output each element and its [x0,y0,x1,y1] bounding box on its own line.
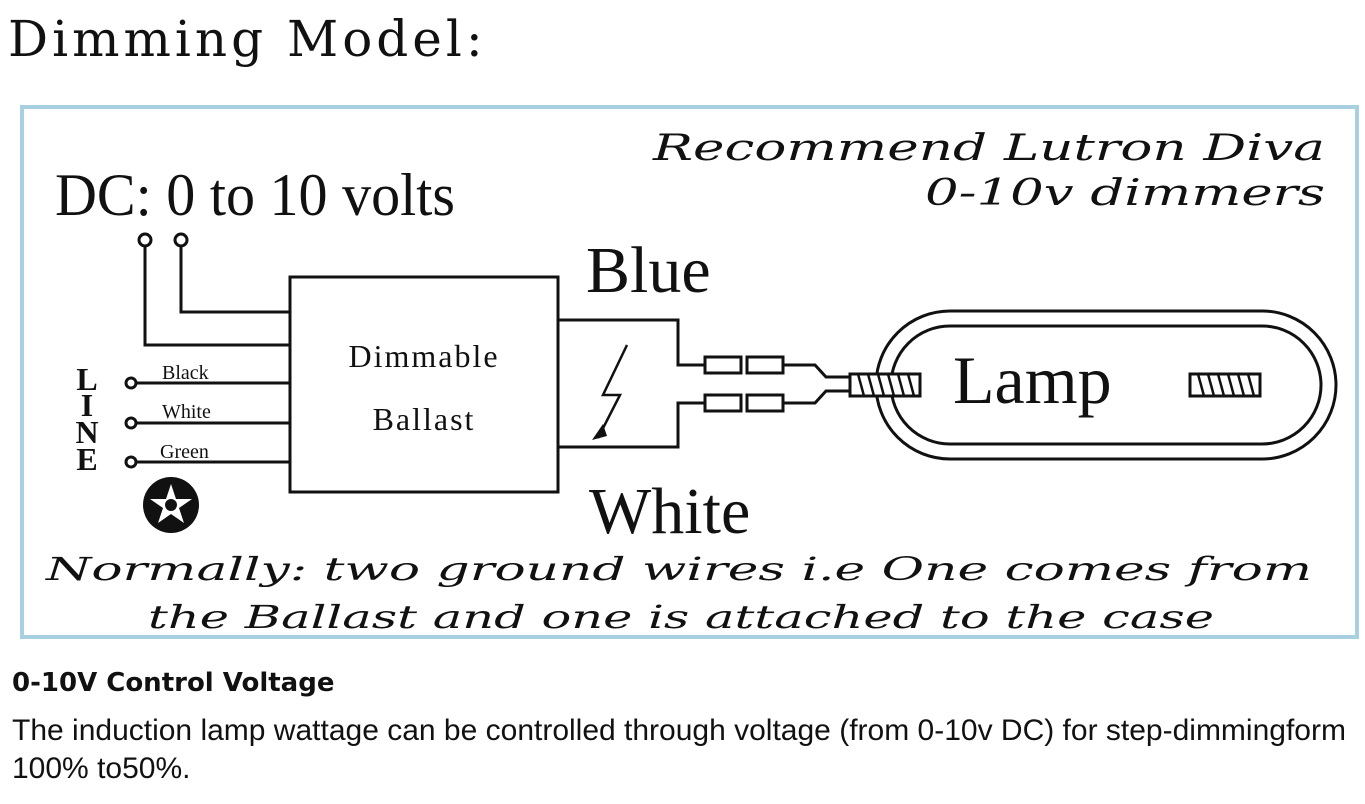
line-letter-e: E [76,441,97,477]
line-letter-n: N [75,414,98,450]
white-label: White [589,475,750,548]
ballast-box [288,275,560,494]
ballast-label-line-2: Ballast [373,401,476,437]
lamp-lead-top [783,363,850,379]
dc-wire-2 [179,246,290,314]
blue-wire [558,318,705,367]
note-line-1: Normally: two ground wires i.e One comes… [44,550,1312,588]
wire-label-black: Black [162,362,209,384]
diagram-frame [20,105,1359,639]
wiring-diagram: DC: 0 to 10 volts Recommend Lutron Diva … [20,105,1359,639]
dc-wire-1 [143,246,290,347]
ground-icon [143,477,199,533]
lightning-bolt-icon [596,344,629,439]
line-terminal-green [124,455,138,469]
page-title: Dimming Model: [8,10,487,68]
line-terminal-black [124,376,138,390]
recommend-line-1: Recommend Lutron Diva [652,128,1325,169]
dc-voltage-label: DC: 0 to 10 volts [55,162,455,228]
section-heading: 0-10V Control Voltage [12,668,335,698]
line-letter-i: I [81,387,93,423]
line-letter-l: L [76,361,97,397]
lamp-coil-right-icon [1188,372,1262,398]
section-description: The induction lamp wattage can be contro… [12,714,1346,785]
lamp-label: Lamp [953,342,1112,418]
line-terminal-white [124,416,138,430]
wire-label-white: White [162,401,211,423]
recommend-line-2: 0-10v dimmers [925,173,1325,214]
wire-label-green: Green [160,441,209,463]
dc-terminal-2 [173,232,189,248]
dc-terminal-1 [137,232,153,248]
lamp-coil-left-icon [848,372,922,398]
ballast-label-line-1: Dimmable [348,338,499,374]
blue-label: Blue [586,234,711,307]
wire-connectors [703,355,785,413]
lamp-lead-bottom [783,389,850,405]
note-line-2: the Ballast and one is attached to the c… [148,598,1214,636]
white-output-wire [558,401,705,449]
